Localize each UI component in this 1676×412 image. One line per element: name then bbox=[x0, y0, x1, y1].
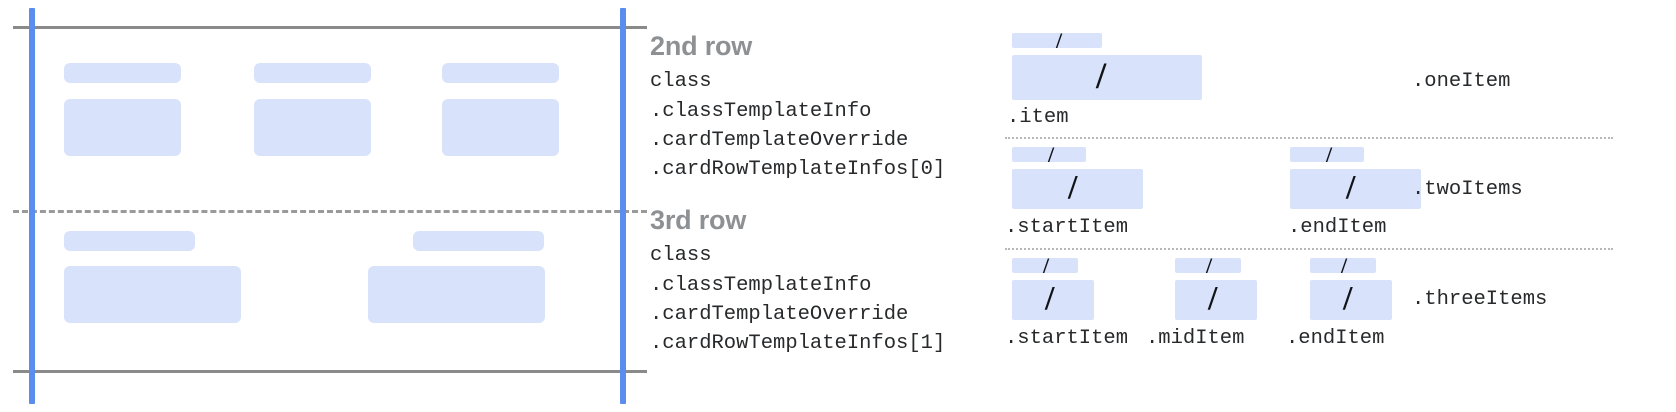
item-layout-divider bbox=[1005, 248, 1613, 250]
annotation-title: 2nd row bbox=[650, 31, 753, 61]
placeholder-label-bar bbox=[442, 63, 559, 83]
slash-glyph: / bbox=[1343, 280, 1353, 317]
placeholder-content-box bbox=[368, 266, 545, 323]
annotation-title: 3rd row bbox=[650, 205, 747, 235]
item-label-bar: / bbox=[1012, 255, 1078, 277]
item-layout-divider bbox=[1005, 137, 1613, 139]
item-layout-name: .twoItems bbox=[1412, 178, 1523, 201]
card-bottom-rule bbox=[13, 370, 647, 373]
item-layout-name: .oneItem bbox=[1412, 70, 1511, 93]
item-content-box: / bbox=[1310, 280, 1392, 320]
item-content-box: / bbox=[1175, 280, 1257, 320]
item-content-box: / bbox=[1290, 169, 1421, 209]
item-placeholder-stack: / / bbox=[1012, 144, 1143, 209]
item-label-bar: / bbox=[1290, 144, 1364, 166]
item-placeholder-stack: / / bbox=[1012, 255, 1094, 320]
item-layout-name: .threeItems bbox=[1412, 288, 1548, 311]
item-label-bar: / bbox=[1175, 255, 1241, 277]
annotation-code-line: .cardTemplateOverride bbox=[650, 128, 909, 152]
item-layout-diagram: / / .item .oneItem / / .startIte bbox=[960, 0, 1676, 412]
item-content-box: / bbox=[1012, 280, 1094, 320]
placeholder-label-bar bbox=[64, 231, 195, 251]
slash-glyph: / bbox=[1068, 169, 1078, 206]
card-row-divider bbox=[13, 210, 647, 213]
placeholder-content-box bbox=[64, 266, 241, 323]
item-placeholder-stack: / / bbox=[1310, 255, 1392, 320]
annotation-code-line: .cardTemplateOverride bbox=[650, 302, 909, 326]
item-name-label: .startItem bbox=[1005, 216, 1129, 239]
item-content-box: / bbox=[1012, 169, 1143, 209]
item-placeholder-stack: / bbox=[1012, 30, 1102, 52]
annotation-2nd-row: 2nd row class .classTemplateInfo .cardTe… bbox=[650, 32, 945, 185]
item-placeholder-stack: / / bbox=[1175, 255, 1257, 320]
slash-glyph: / bbox=[1346, 169, 1356, 206]
item-content-box: / bbox=[1012, 55, 1202, 100]
slash-glyph: / bbox=[1096, 56, 1107, 97]
slash-glyph: / bbox=[1045, 280, 1055, 317]
placeholder-content-box bbox=[64, 99, 181, 156]
card-top-rule bbox=[13, 26, 647, 29]
slash-glyph: / bbox=[1341, 253, 1348, 278]
item-label-bar: / bbox=[1012, 144, 1086, 166]
annotation-code-line: class bbox=[650, 70, 712, 94]
card-right-guide bbox=[620, 8, 626, 404]
card-structure-diagram bbox=[0, 0, 660, 412]
slash-glyph: / bbox=[1056, 28, 1063, 53]
item-name-label: .startItem bbox=[1005, 327, 1129, 350]
item-name-label: .endItem bbox=[1286, 327, 1385, 350]
placeholder-label-bar bbox=[413, 231, 544, 251]
annotation-code-line: .classTemplateInfo bbox=[650, 99, 872, 123]
placeholder-content-box bbox=[442, 99, 559, 156]
annotation-code-line: .cardRowTemplateInfos[0] bbox=[650, 158, 946, 182]
item-placeholder-stack: / bbox=[1012, 55, 1202, 100]
item-label-bar: / bbox=[1012, 30, 1102, 52]
annotation-code-line: .classTemplateInfo bbox=[650, 273, 872, 297]
slash-glyph: / bbox=[1048, 142, 1055, 167]
slash-glyph: / bbox=[1326, 142, 1333, 167]
card-left-guide bbox=[29, 8, 35, 404]
placeholder-label-bar bbox=[254, 63, 371, 83]
item-name-label: .item bbox=[1007, 106, 1069, 129]
placeholder-label-bar bbox=[64, 63, 181, 83]
item-placeholder-stack: / / bbox=[1290, 144, 1421, 209]
annotation-3rd-row: 3rd row class .classTemplateInfo .cardTe… bbox=[650, 206, 945, 359]
item-name-label: .endItem bbox=[1288, 216, 1387, 239]
slash-glyph: / bbox=[1043, 253, 1050, 278]
item-name-label: .midItem bbox=[1146, 327, 1245, 350]
item-label-bar: / bbox=[1310, 255, 1376, 277]
annotation-code-line: class bbox=[650, 244, 712, 268]
annotation-code-line: .cardRowTemplateInfos[1] bbox=[650, 332, 946, 356]
placeholder-content-box bbox=[254, 99, 371, 156]
slash-glyph: / bbox=[1206, 253, 1213, 278]
slash-glyph: / bbox=[1208, 280, 1218, 317]
